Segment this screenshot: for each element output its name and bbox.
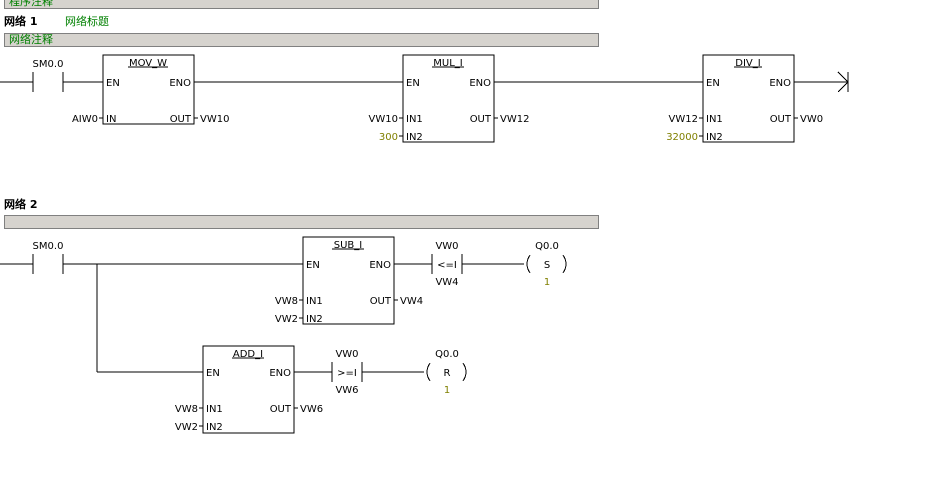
div-i-in2-value[interactable]: 32000	[666, 132, 698, 143]
network-2-comment-bar[interactable]	[4, 215, 599, 229]
mul-i-eno: ENO	[469, 78, 491, 89]
sub-i-out: OUT	[370, 296, 392, 307]
cmp2-bottom-operand[interactable]: VW6	[335, 385, 358, 396]
mul-i-title: MUL_I	[433, 58, 462, 69]
mul-i-block	[402, 54, 495, 143]
cmp1-bottom-operand[interactable]: VW4	[435, 277, 458, 288]
cmp2-top-operand[interactable]: VW0	[335, 349, 358, 360]
div-i-out-value[interactable]: VW0	[800, 114, 823, 125]
mul-i-in1: IN1	[406, 114, 423, 125]
div-i-en: EN	[706, 78, 720, 89]
add-i-block	[202, 345, 295, 434]
network-1-title[interactable]: 网络标题	[65, 15, 109, 28]
div-i-out: OUT	[770, 114, 792, 125]
cmp2-operator: >=I	[337, 368, 357, 379]
mov-w-en: EN	[106, 78, 120, 89]
add-i-out: OUT	[270, 404, 292, 415]
mul-i-out: OUT	[470, 114, 492, 125]
n2-contact-label: SM0.0	[33, 241, 64, 252]
div-i-block	[702, 54, 795, 143]
mov-w-eno: ENO	[169, 78, 191, 89]
program-comment-text: 程序注释	[9, 0, 53, 8]
div-i-title: DIV_I	[735, 58, 760, 69]
sub-i-eno: ENO	[369, 260, 391, 271]
coil2-type: R	[444, 368, 451, 379]
mul-i-in1-value[interactable]: VW10	[369, 114, 398, 125]
add-i-eno: ENO	[269, 368, 291, 379]
sub-i-out-value[interactable]: VW4	[400, 296, 423, 307]
sub-i-title: SUB_I	[334, 240, 362, 251]
mov-w-out-value[interactable]: VW10	[200, 114, 229, 125]
mul-i-in2: IN2	[406, 132, 423, 143]
sub-i-in1: IN1	[306, 296, 323, 307]
sub-i-block	[302, 236, 395, 325]
add-i-en: EN	[206, 368, 220, 379]
mov-w-in-value[interactable]: AIW0	[72, 114, 98, 125]
coil2-count[interactable]: 1	[444, 385, 450, 396]
mul-i-in2-value[interactable]: 300	[379, 132, 398, 143]
sub-i-in2: IN2	[306, 314, 323, 325]
network-1-label[interactable]: 网络 1	[4, 15, 38, 28]
program-comment-bar[interactable]: 程序注释	[4, 0, 599, 9]
coil1-count[interactable]: 1	[544, 277, 550, 288]
network-1-comment-text: 网络注释	[9, 33, 53, 46]
mov-w-out: OUT	[170, 114, 192, 125]
add-i-in2: IN2	[206, 422, 223, 433]
add-i-title: ADD_I	[233, 349, 263, 360]
mul-i-out-value[interactable]: VW12	[500, 114, 529, 125]
sub-i-in1-value[interactable]: VW8	[275, 296, 298, 307]
cmp1-operator: <=I	[437, 260, 457, 271]
coil1-type: S	[544, 260, 550, 271]
div-i-eno: ENO	[769, 78, 791, 89]
add-i-in1: IN1	[206, 404, 223, 415]
add-i-out-value[interactable]: VW6	[300, 404, 323, 415]
cmp1-top-operand[interactable]: VW0	[435, 241, 458, 252]
mov-w-in: IN	[106, 114, 116, 125]
network-2-label[interactable]: 网络 2	[4, 198, 38, 211]
sub-i-in2-value[interactable]: VW2	[275, 314, 298, 325]
sub-i-en: EN	[306, 260, 320, 271]
n1-contact-label: SM0.0	[33, 59, 64, 70]
add-i-in1-value[interactable]: VW8	[175, 404, 198, 415]
div-i-in2: IN2	[706, 132, 723, 143]
div-i-in1: IN1	[706, 114, 723, 125]
coil2-address[interactable]: Q0.0	[435, 349, 459, 360]
div-i-in1-value[interactable]: VW12	[669, 114, 698, 125]
mul-i-en: EN	[406, 78, 420, 89]
network-1-comment-bar[interactable]: 网络注释	[4, 33, 599, 47]
add-i-in2-value[interactable]: VW2	[175, 422, 198, 433]
mov-w-title: MOV_W	[129, 58, 167, 69]
coil1-address[interactable]: Q0.0	[535, 241, 559, 252]
mov-w-block	[102, 54, 195, 125]
